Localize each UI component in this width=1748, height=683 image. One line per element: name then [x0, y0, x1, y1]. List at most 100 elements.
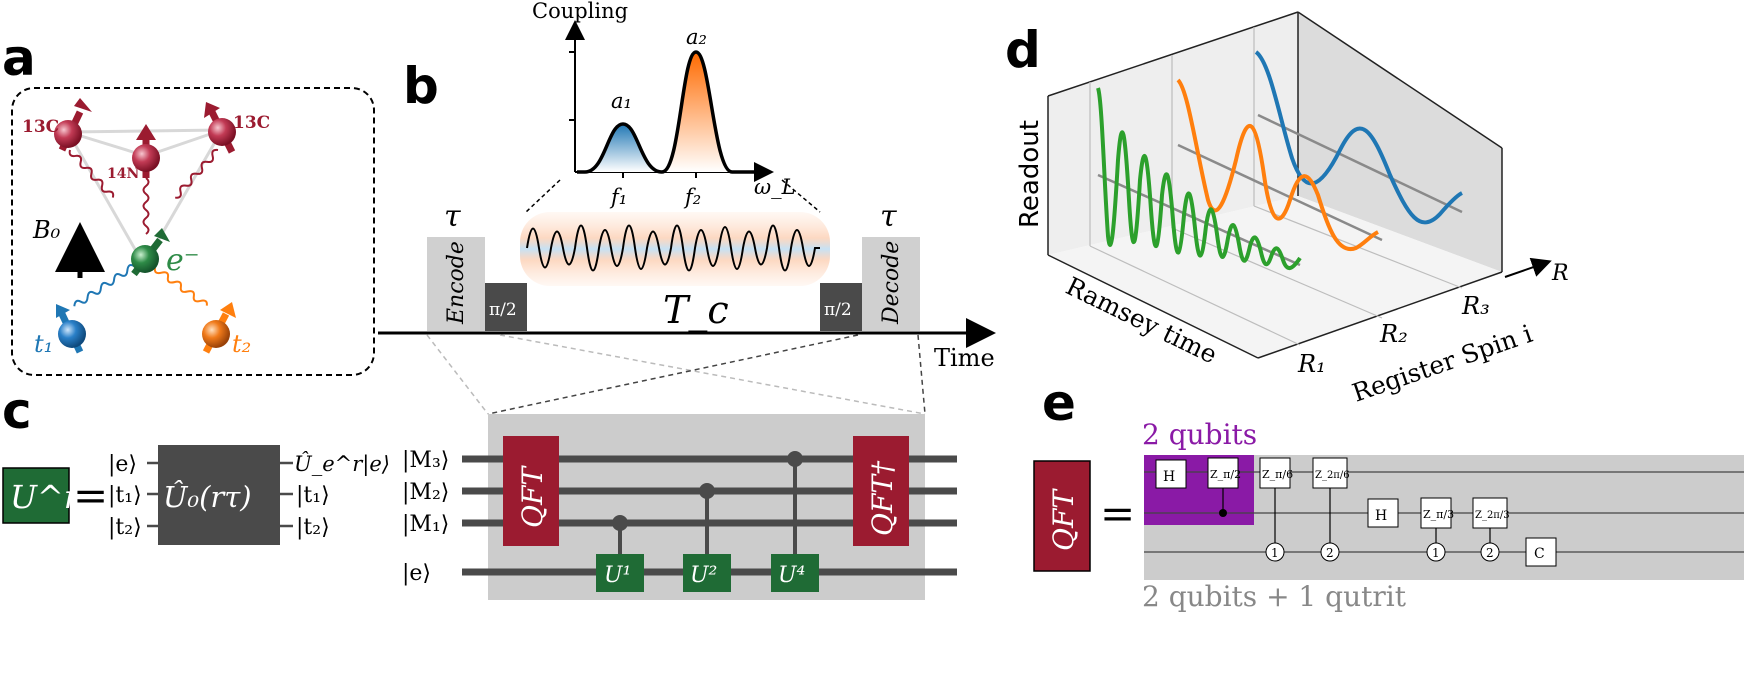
qft-box	[503, 436, 559, 546]
spectrum-xlabel: ω_L	[754, 175, 796, 199]
controlled-u1: U¹	[596, 515, 644, 592]
spin-t1	[56, 304, 86, 354]
svg-text:2: 2	[1486, 546, 1494, 560]
baselines	[1097, 113, 1463, 267]
gate-u2-label: U²	[690, 563, 717, 588]
svg-text:Z_2π/6: Z_2π/6	[1315, 470, 1350, 481]
tc-label: T_c	[663, 288, 729, 333]
gate-z-pi-3: 1 Z_π/3	[1420, 497, 1454, 562]
zoom-line-left	[525, 179, 561, 213]
qubit-e: |e⟩	[402, 561, 431, 586]
back-left-wall	[1048, 12, 1298, 255]
encode-block	[427, 237, 485, 331]
coupling-t1	[73, 264, 135, 307]
controlled-u2: U²	[683, 483, 731, 592]
pi-half-left-label: π/2	[489, 300, 517, 320]
input-t1: |t₁⟩	[108, 483, 142, 508]
panel-label-b: b	[403, 57, 439, 115]
svg-text:2: 2	[1326, 546, 1334, 560]
pi-half-right-label: π/2	[824, 300, 852, 320]
gate-u4-label: U⁴	[778, 563, 805, 588]
svg-text:Z_π/6: Z_π/6	[1262, 468, 1293, 481]
curve-r1	[1096, 87, 1302, 270]
gate-z-pi-2: Z_π/2	[1207, 457, 1241, 517]
gate-u1-label: U¹	[604, 563, 631, 588]
peak-a1-fill	[585, 124, 660, 172]
qft-dagger-label: QFT†	[866, 460, 899, 536]
peak-a2-fill	[662, 52, 732, 172]
label-c13-left: 13C	[22, 117, 59, 137]
output-t2: |t₂⟩	[296, 515, 330, 540]
qft-box-e	[1033, 460, 1091, 572]
qubit-m2: |M₂⟩	[402, 480, 449, 505]
qft-label-e: QFT	[1047, 488, 1080, 551]
gate-z-pi-6: 1 Z_π/6	[1259, 457, 1293, 562]
coupling-c13-left	[68, 149, 115, 198]
u0-label: Û₀(rτ)	[163, 479, 252, 514]
gate-h-1: H	[1155, 459, 1187, 489]
svg-text:1: 1	[1432, 546, 1440, 560]
curve-r3	[1254, 50, 1463, 225]
r-axis-arrow	[1504, 257, 1552, 278]
register-r1: R₁	[1297, 350, 1326, 378]
tau-right: τ	[880, 199, 897, 234]
box-edges	[1047, 11, 1503, 359]
gate-c: C	[1525, 537, 1557, 567]
coupling-t2	[153, 267, 208, 306]
spin-c13-right	[204, 102, 236, 154]
spectrum-ylabel: Coupling	[532, 0, 628, 23]
input-e: |e⟩	[108, 452, 137, 477]
tick-f2: f₂	[683, 185, 701, 209]
svg-text:H: H	[1375, 508, 1387, 524]
label-electron: e⁻	[166, 243, 200, 278]
panel-c: U^r = |e⟩ |t₁⟩ |t₂⟩ Û₀(rτ) Û_e^r|e⟩ |t₁⟩…	[2, 445, 390, 545]
label-c13-right: 13C	[233, 113, 270, 133]
spin-n14	[132, 124, 160, 178]
output-e: Û_e^r|e⟩	[294, 451, 390, 477]
phase-estimation-circuit: |M₃⟩ |M₂⟩ |M₁⟩ |e⟩ U¹ U² U⁴	[402, 414, 957, 600]
register-r3: R₃	[1461, 292, 1490, 320]
floor	[1048, 196, 1502, 358]
panel-e: QFT = 2 qubits 2 qubits + 1 qutrit H Z_π…	[1033, 418, 1744, 613]
panel-a-frame	[11, 87, 375, 376]
panel-label-e: e	[1042, 374, 1076, 432]
decode-label: Decode	[879, 241, 904, 325]
spectrum-curve	[577, 50, 760, 174]
circuit-zoom-line-3	[487, 334, 859, 415]
encode-label: Encode	[444, 241, 469, 325]
register-r2: R₂	[1379, 320, 1408, 348]
qubit-m3: |M₃⟩	[402, 448, 449, 473]
panel-a: 13C 13C 14N B₀ e⁻ t₁ t₂	[11, 87, 375, 376]
qft-label: QFT	[516, 465, 549, 528]
panel-label-d: d	[1005, 21, 1041, 79]
pi-half-left-block	[485, 283, 527, 331]
panel-label-a: a	[2, 29, 36, 87]
ur-label: U^r	[10, 478, 81, 516]
spin-electron	[131, 228, 170, 277]
spin-t2	[202, 302, 236, 354]
svg-text:C: C	[1534, 546, 1545, 562]
svg-text:1: 1	[1271, 546, 1279, 560]
input-t2: |t₂⟩	[108, 515, 142, 540]
qubit-m1: |M₁⟩	[402, 512, 449, 537]
u0-box	[158, 445, 280, 545]
peak-a1-label: a₁	[611, 89, 632, 113]
panel-e-equals: =	[1100, 489, 1135, 538]
pi-half-right-block	[820, 283, 862, 331]
readout-label: Readout	[1015, 120, 1045, 228]
panel-d: R Readout Ramsey time Register Spin i R₁…	[1015, 11, 1569, 408]
panel-c-equals: =	[73, 471, 108, 520]
panel-c-wires	[147, 461, 293, 528]
gate-h-2: H	[1367, 498, 1399, 528]
zoom-line-right	[781, 179, 821, 213]
time-axis-label: Time	[934, 344, 995, 372]
svg-text:H: H	[1163, 469, 1175, 485]
two-qubits-label: 2 qubits	[1142, 418, 1257, 451]
qutrit-label: 2 qubits + 1 qutrit	[1142, 580, 1407, 613]
controlled-u4: U⁴	[771, 451, 819, 592]
coupling-spectrum: Coupling a₁ a₂ f₁ f₂ ω_L	[532, 0, 796, 209]
peak-a2-label: a₂	[686, 25, 707, 49]
grid-lines	[1089, 27, 1463, 346]
gate-z-2pi-3: 2 Z_2π/3	[1472, 497, 1510, 562]
